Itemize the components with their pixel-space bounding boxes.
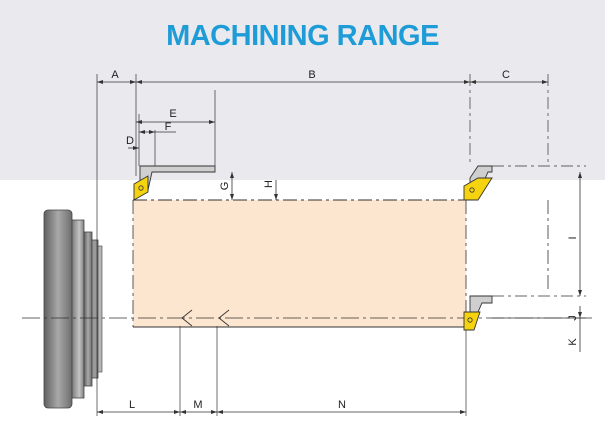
insert-upper-left xyxy=(133,175,149,201)
extension-lines xyxy=(96,74,592,416)
tool-holder-upper-left xyxy=(133,165,216,201)
chuck-body xyxy=(43,209,73,409)
dim-label-h: H xyxy=(263,180,275,188)
dim-label-b: B xyxy=(308,69,315,81)
figure-title: MACHINING RANGE xyxy=(166,20,439,52)
chuck-lip xyxy=(97,245,103,373)
tool-path-arrow-2 xyxy=(218,309,230,327)
dim-label-g: G xyxy=(219,182,231,191)
dim-label-j: J xyxy=(567,315,579,321)
dimension-lines xyxy=(97,81,581,413)
dim-label-c: C xyxy=(502,69,510,81)
dim-label-a: A xyxy=(111,69,119,81)
header-band xyxy=(0,0,605,180)
dim-label-m: M xyxy=(193,399,202,411)
insert-upper-right xyxy=(463,177,493,201)
dimension-arrows xyxy=(97,80,582,414)
dim-label-n: N xyxy=(338,399,346,411)
dim-label-k: K xyxy=(567,338,579,346)
dim-label-d: D xyxy=(126,135,134,147)
chuck-ring xyxy=(71,219,85,399)
dim-label-e: E xyxy=(169,108,176,120)
dim-label-i: I xyxy=(567,236,579,239)
tool-holder-upper-right xyxy=(463,165,493,201)
dim-label-l: L xyxy=(129,399,135,411)
chuck-face xyxy=(83,231,93,387)
tool-path-arrow-1 xyxy=(181,309,193,327)
workpiece xyxy=(133,200,466,327)
tool-holder-lower-right xyxy=(463,295,493,331)
chuck xyxy=(43,209,103,409)
dim-label-f: F xyxy=(165,121,172,133)
